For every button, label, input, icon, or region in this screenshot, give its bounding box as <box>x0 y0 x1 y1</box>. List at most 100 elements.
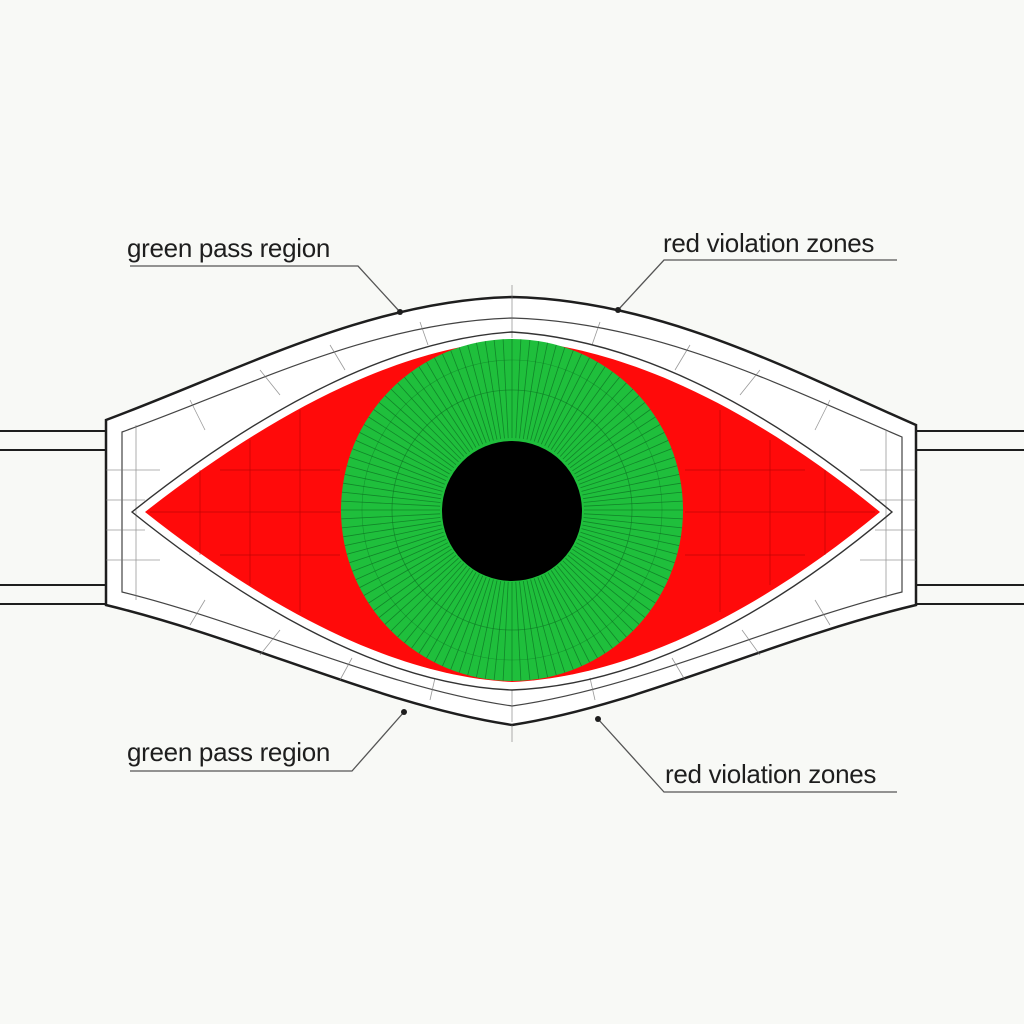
iris-fiber <box>547 361 598 448</box>
iris-fiber <box>544 574 590 663</box>
iris-fiber <box>442 353 484 445</box>
iris-fiber <box>434 574 480 663</box>
iris-fiber <box>577 538 669 580</box>
iris-fiber <box>583 517 683 529</box>
iris-fiber <box>547 572 598 659</box>
iris-fiber <box>434 357 480 446</box>
iris-fiber <box>550 366 606 450</box>
iris-fiber <box>533 347 566 442</box>
iris-fiber <box>390 560 462 632</box>
iris-fiber <box>526 342 548 440</box>
iris-fiber <box>368 548 452 604</box>
inner-frame <box>121 317 903 707</box>
iris-fiber <box>344 524 442 546</box>
iris-fiber <box>553 567 613 649</box>
iris-fiber <box>341 491 441 503</box>
iris-fiber <box>583 491 683 503</box>
iris-fiber <box>346 528 443 555</box>
iris-ring-outer <box>361 359 663 661</box>
iris-fiber <box>580 456 675 489</box>
iris-fiber <box>418 366 474 450</box>
iris-fiber <box>467 579 494 676</box>
iris-fiber <box>363 424 450 475</box>
iris-fibers <box>341 339 683 681</box>
iris-fiber <box>537 350 574 443</box>
iris-fiber <box>397 382 465 457</box>
iris-fiber <box>373 551 455 611</box>
label-green-pass-region-top: green pass region <box>127 233 331 263</box>
iris-fiber <box>493 581 505 681</box>
iris-ring <box>391 389 633 631</box>
iris-fiber <box>458 578 491 673</box>
iris-fiber <box>343 520 441 538</box>
iris-fiber <box>515 581 522 681</box>
iris-fiber <box>467 344 494 441</box>
iris-fiber <box>522 581 540 679</box>
iris-fiber <box>562 560 634 632</box>
iris-fiber <box>349 456 444 489</box>
iris-fiber <box>404 565 468 644</box>
iris-fiber <box>579 448 672 485</box>
leader-dots <box>397 307 621 722</box>
iris-fiber <box>583 500 683 507</box>
iris-fiber <box>363 545 450 596</box>
right-strap <box>916 430 1024 605</box>
iris-fiber <box>556 565 620 644</box>
iris-fiber <box>577 440 669 482</box>
iris-fiber <box>574 545 661 596</box>
iris-fiber <box>580 531 675 564</box>
iris-fiber <box>341 500 441 507</box>
iris-fiber <box>530 579 557 676</box>
label-red-violation-zones-top: red violation zones <box>663 228 875 258</box>
iris-fiber <box>519 581 531 681</box>
iris-fiber <box>579 535 672 572</box>
eye-outline <box>130 331 894 691</box>
iris-fiber <box>502 581 509 681</box>
red-zone-guides <box>150 410 875 612</box>
iris-fiber <box>522 341 540 439</box>
iris-fiber <box>397 563 465 638</box>
iris-fiber <box>569 551 651 611</box>
iris-fiber <box>384 395 459 463</box>
iris-fiber <box>574 424 661 475</box>
iris-fiber <box>476 580 498 678</box>
left-strap <box>0 430 106 605</box>
iris-fiber <box>458 347 491 442</box>
iris-fiber <box>530 344 557 441</box>
iris-fiber <box>484 581 502 679</box>
iris-fiber <box>442 575 484 667</box>
iris-fiber <box>581 465 678 492</box>
iris-fiber <box>562 388 634 460</box>
iris-fiber <box>565 395 640 463</box>
iris-fiber <box>476 342 498 440</box>
iris-fiber <box>559 563 627 638</box>
iris-fiber <box>343 482 441 500</box>
iris-fiber <box>515 339 522 439</box>
label-red-violation-zones-bottom: red violation zones <box>665 759 877 789</box>
iris-fiber <box>583 513 683 520</box>
iris-fiber <box>378 554 457 618</box>
frame-grid <box>106 285 916 742</box>
iris-fiber <box>537 577 574 670</box>
iris-fiber <box>493 339 505 439</box>
iris-fiber <box>572 548 656 604</box>
iris-fiber <box>556 376 620 455</box>
iris-fiber <box>544 357 590 446</box>
iris-fiber <box>359 432 448 478</box>
iris-fiber <box>565 557 640 625</box>
iris-fiber <box>526 580 548 678</box>
iris-fiber <box>384 557 459 625</box>
iris-fiber <box>567 402 646 466</box>
iris-fiber <box>550 570 606 654</box>
pupil <box>442 441 582 581</box>
iris-fiber <box>404 376 468 455</box>
iris-fiber <box>355 440 447 482</box>
iris-fiber <box>378 402 457 466</box>
iris-fiber <box>569 409 651 469</box>
iris-fiber <box>418 570 474 654</box>
iris-fiber <box>341 513 441 520</box>
iris-fiber <box>346 465 443 492</box>
iris-fiber <box>484 341 502 439</box>
label-green-pass-region-bottom: green pass region <box>127 737 331 767</box>
